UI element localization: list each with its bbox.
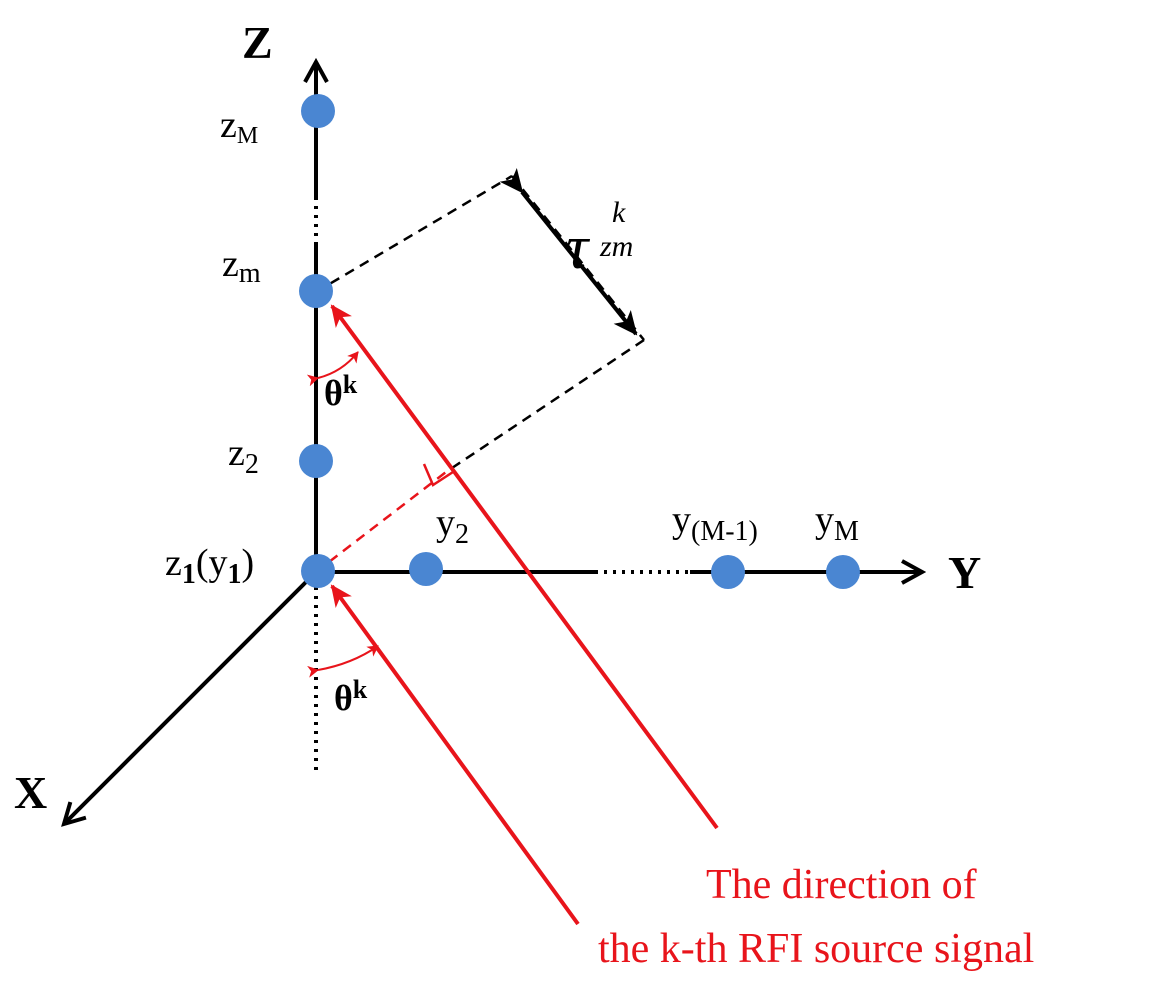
delay-arrow [499,167,638,336]
x-axis-label: X [14,767,47,818]
theta-arc-upper [306,351,359,387]
label-zm: zm [222,243,261,289]
label-yM1: y(M-1) [672,499,758,547]
y-axis-label: Y [948,547,981,598]
theta-label-upper: θk [324,370,358,413]
element-origin [301,554,335,588]
label-zM: zM [220,104,258,149]
delay-label-sup: k [612,196,626,229]
caption-line-1: The direction of [706,862,977,908]
label-yM: yM [815,499,859,547]
x-axis [64,570,318,824]
label-z1y1: z1(y1) [165,542,254,590]
element-z2 [299,444,333,478]
projection-lines [315,174,645,573]
element-yM [826,555,860,589]
theta-label-lower: θk [334,675,368,718]
caption-line-2: the k-th RFI source signal [598,926,1034,972]
right-angle-marker [422,463,454,487]
signal-ray-lower [330,584,580,926]
z-axis-label: Z [242,17,273,68]
array-elements [299,94,860,589]
delay-label-sub: zm [599,230,633,263]
theta-arc-lower [307,645,379,678]
label-y2: y2 [436,502,469,550]
delay-label: τ [566,214,591,282]
element-yM1 [711,555,745,589]
element-zm [299,274,333,308]
signal-ray-upper [330,304,719,830]
element-zM [301,94,335,128]
label-z2: z2 [228,432,259,480]
element-y2 [409,552,443,586]
